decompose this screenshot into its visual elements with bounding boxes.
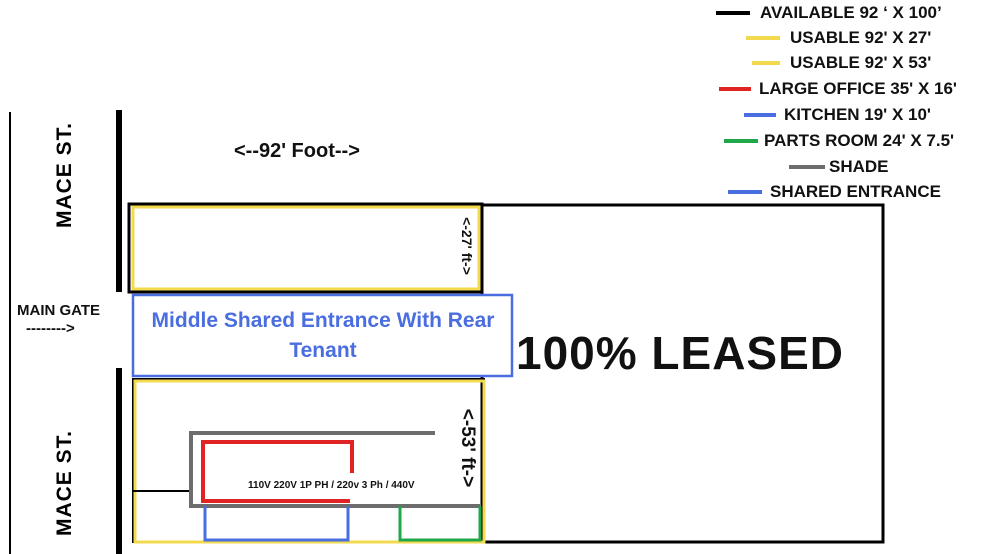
legend-label-parts-room: PARTS ROOM 24' X 7.5' (764, 131, 955, 150)
kitchen-outline (203, 506, 350, 542)
depth-label-bottom: <-53' ft-> (457, 408, 478, 488)
legend-item-large-office: LARGE OFFICE 35' X 16' (719, 79, 957, 99)
legend-label-kitchen: KITCHEN 19' X 10' (784, 105, 931, 124)
legend-swatch-parts-room (724, 139, 758, 143)
legend-label-usable-53: USABLE 92' X 53' (790, 53, 932, 72)
parts-room-outline (398, 506, 482, 542)
legend-label-usable-27: USABLE 92' X 27' (790, 28, 932, 47)
shared-entrance-outline (131, 293, 514, 378)
legend-swatch-large-office (719, 87, 751, 91)
legend-item-parts-room: PARTS ROOM 24' X 7.5' (724, 131, 954, 151)
usable-27-outline (131, 205, 481, 291)
legend-label-available: AVAILABLE 92 ‘ X 100’ (760, 3, 942, 22)
width-label: <--92' Foot--> (234, 140, 360, 162)
legend-swatch-shared-entrance (728, 190, 762, 194)
legend-label-shared-entrance: SHARED ENTRANCE (770, 182, 941, 201)
legend-item-usable-53: USABLE 92' X 53' (752, 53, 931, 73)
power-note: 110V 220V 1P PH / 220v 3 Ph / 440V (248, 480, 415, 491)
available-outline-top (127, 202, 484, 294)
shade-outline (189, 431, 480, 508)
legend-label-shade: SHADE (829, 157, 889, 176)
street-label-top: MACE ST. (53, 122, 76, 229)
legend-swatch-kitchen (744, 113, 776, 117)
large-office-outline (201, 440, 354, 503)
shared-entrance-label: Middle Shared Entrance With Rear Tenant (151, 309, 495, 362)
street-label-bottom: MACE ST. (53, 430, 76, 537)
usable-53-outline (133, 379, 486, 544)
legend-swatch-usable-27 (746, 36, 780, 40)
legend-item-kitchen: KITCHEN 19' X 10' (744, 105, 931, 125)
legend-item-usable-27: USABLE 92' X 27' (746, 28, 931, 48)
legend-item-shared-entrance: SHARED ENTRANCE (728, 182, 941, 202)
legend-label-large-office: LARGE OFFICE 35' X 16' (759, 79, 957, 98)
depth-label-top: <-27' ft-> (459, 217, 475, 275)
leased-label: 100% LEASED (516, 327, 845, 379)
main-gate-label: MAIN GATE (17, 302, 101, 319)
legend-swatch-shade (789, 165, 825, 169)
main-gate-arrow: --------> (26, 320, 75, 337)
legend-swatch-available (716, 11, 750, 15)
legend-swatch-usable-53 (752, 61, 780, 65)
available-outline-bottom (132, 378, 485, 543)
legend-item-available: AVAILABLE 92 ‘ X 100’ (716, 3, 942, 23)
legend-item-shade: SHADE (789, 157, 889, 177)
